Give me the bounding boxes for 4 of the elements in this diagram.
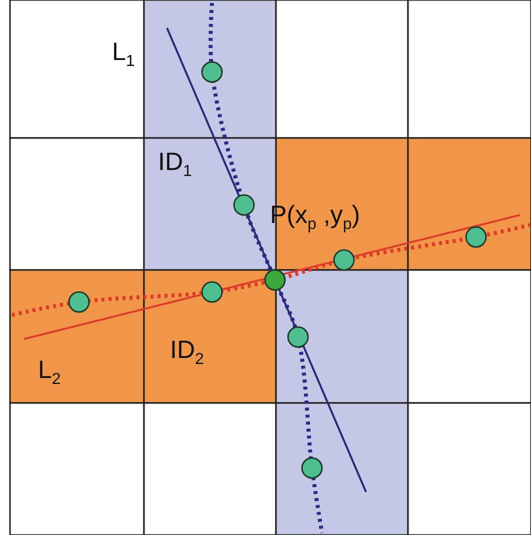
- line-label: L$_{1}$: [112, 40, 135, 70]
- cell-label: ID$_{1}$: [158, 150, 192, 180]
- line-label: L$_{2}$: [38, 358, 61, 388]
- cell-label: ID$_{2}$: [170, 338, 204, 368]
